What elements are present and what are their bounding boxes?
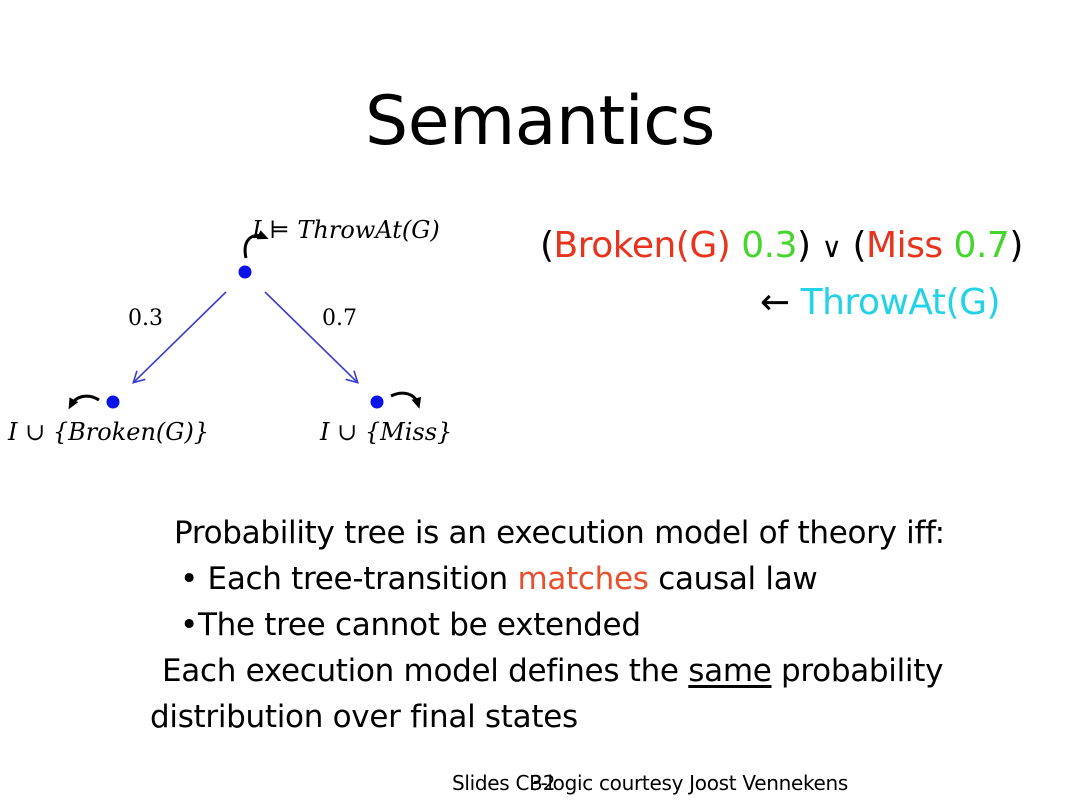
rule-prob-2: 0.7	[953, 225, 1010, 266]
edge-right	[264, 291, 359, 384]
left-probability: 0.3	[128, 306, 163, 331]
page-number: 32	[530, 771, 556, 795]
right-leaf-rel: ∪	[337, 418, 358, 446]
root-label: I ⊨ ThrowAt(G)	[252, 216, 440, 244]
right-leaf-tail: {Miss}	[364, 418, 453, 446]
right-leaf-label: I ∪ {Miss}	[320, 418, 452, 446]
text-line-4: Each execution model defines the same pr…	[162, 648, 943, 694]
root-label-rel: ⊨	[269, 216, 290, 244]
rule-paren-open-1: (	[540, 225, 554, 266]
root-label-tail: ThrowAt(G)	[297, 216, 440, 244]
rule-paren-open-2: (	[852, 225, 867, 266]
right-curl-arrow-icon	[390, 391, 422, 409]
causal-rule-head: (Broken(G) 0.3) ∨ (Miss 0.7)	[540, 222, 1060, 272]
root-curl-arrow-icon	[243, 230, 269, 259]
rule-broken: Broken(G)	[553, 225, 731, 266]
text-line-5: distribution over final states	[150, 699, 578, 735]
rule-miss: Miss	[866, 225, 943, 266]
left-leaf-rel: ∪	[25, 418, 46, 446]
line-4-post: probability	[771, 653, 944, 689]
left-leaf-node	[106, 395, 120, 409]
tree-graphic	[68, 230, 422, 410]
left-curl-arrow-icon	[68, 394, 100, 410]
right-probability: 0.7	[322, 306, 357, 331]
root-node	[238, 265, 252, 279]
right-leaf-head: I	[320, 418, 330, 446]
rule-throwat: ThrowAt(G)	[800, 282, 1001, 323]
rule-paren-close-2: )	[1009, 225, 1023, 266]
line-4-underlined: same	[688, 653, 772, 689]
left-leaf-label: I ∪ {Broken(G)}	[8, 418, 209, 446]
left-arrow-icon: ←	[760, 282, 790, 323]
text-line-1: Probability tree is an execution model o…	[174, 515, 945, 551]
right-leaf-node	[370, 395, 384, 409]
rule-or-symbol: ∨	[821, 231, 843, 264]
line-4-pre: Each execution model defines the	[162, 653, 689, 689]
rule-paren-close-1: )	[797, 225, 811, 266]
bullet-1-pre: • Each tree-transition	[180, 561, 518, 597]
edge-left	[132, 291, 227, 384]
slide-title: Semantics	[365, 82, 715, 161]
root-label-head: I	[252, 216, 262, 244]
bullet-1-post: causal law	[648, 561, 818, 597]
bullet-1: • Each tree-transition matches causal la…	[180, 556, 818, 602]
rule-prob-1: 0.3	[741, 225, 798, 266]
causal-rule-body: ← ThrowAt(G)	[760, 278, 1001, 328]
left-leaf-tail: {Broken(G)}	[52, 418, 210, 446]
bullet-2: •The tree cannot be extended	[180, 607, 641, 643]
footer-credit: Slides CP-logic courtesy Joost Vennekens	[452, 771, 849, 795]
left-leaf-head: I	[8, 418, 18, 446]
bullet-1-highlight: matches	[517, 561, 649, 597]
probability-tree: I ⊨ ThrowAt(G) 0.3 0.7 I ∪ {Broken(G)} I…	[0, 200, 560, 470]
